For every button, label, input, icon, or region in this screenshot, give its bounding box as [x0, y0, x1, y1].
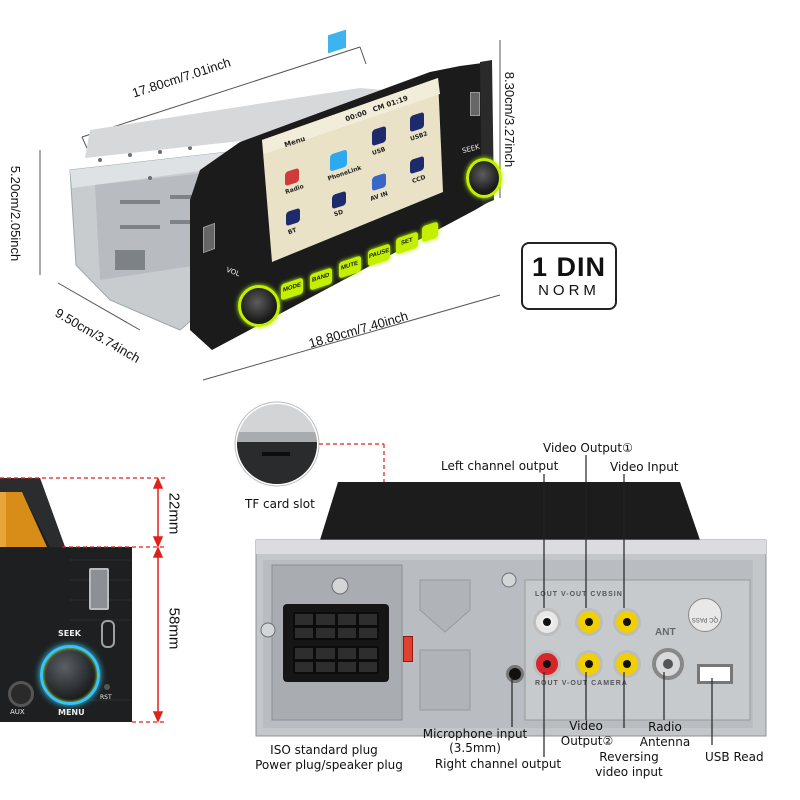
reversing-label-1: Reversing: [599, 750, 659, 764]
aux-label: AUX: [10, 708, 25, 716]
rst-label: RST: [100, 694, 112, 701]
microphone-size-label: (3.5mm): [449, 741, 501, 755]
video-output-2-label-2: Output②: [560, 734, 614, 748]
radio-antenna-label-1: Radio: [648, 720, 682, 734]
aux-jack-icon: [8, 681, 34, 707]
fuse-icon: [403, 636, 413, 662]
seek-label: SEEK: [58, 629, 81, 638]
video-input-jack: [613, 608, 641, 636]
microphone-jack: [506, 665, 524, 683]
one-din-badge: 1 DIN NORM: [521, 242, 617, 310]
antenna-jack: [652, 648, 684, 680]
microphone-input-label: Microphone input: [422, 727, 528, 741]
right-channel-output-label: Right channel output: [434, 757, 562, 771]
badge-sub-text: NORM: [538, 282, 600, 299]
video-input-label: Video Input: [610, 460, 679, 474]
badge-main-text: 1 DIN: [531, 252, 607, 282]
reversing-input-jack: [613, 650, 641, 678]
rst-button-icon[interactable]: [104, 684, 110, 690]
panel-footer-text: ROUT V-OUT CAMERA: [535, 680, 628, 687]
power-speaker-plug-label: Power plug/speaker plug: [255, 758, 403, 772]
volume-knob[interactable]: [238, 285, 280, 327]
seek-knob[interactable]: [466, 158, 502, 198]
right-channel-jack: [533, 650, 561, 678]
left-channel-output-label: Left channel output: [441, 459, 559, 473]
iso-connector: [283, 604, 389, 682]
rear-right-usb-icon: [470, 92, 480, 116]
usb-read-port: [697, 664, 733, 684]
video-output-1-label: Video Output①: [543, 441, 633, 455]
menu-label: MENU: [58, 708, 85, 717]
video-output-1-jack: [575, 608, 603, 636]
reversing-label-2: video input: [595, 765, 663, 779]
panel-header-text: LOUT V-OUT CVBSIN: [535, 591, 623, 598]
radio-antenna-label-2: Antenna: [639, 735, 691, 749]
left-channel-jack: [533, 608, 561, 636]
usb-port-icon: [89, 568, 109, 610]
tf-card-slot-label: TF card slot: [245, 497, 315, 511]
menu-knob[interactable]: [40, 645, 100, 705]
usb-c-port-icon: [101, 620, 115, 648]
iso-plug-label: ISO standard plug: [270, 743, 378, 757]
ant-text: ANT: [655, 627, 676, 638]
usb-read-label: USB Read: [705, 750, 764, 764]
video-output-2-jack: [575, 650, 603, 678]
video-output-2-label-1: Video: [569, 719, 603, 733]
